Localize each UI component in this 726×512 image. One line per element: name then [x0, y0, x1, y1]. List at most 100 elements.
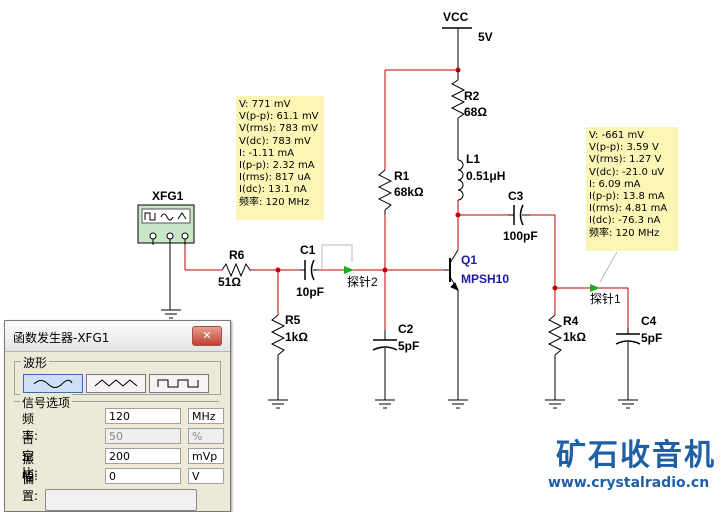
c3-ref: C3	[508, 189, 524, 203]
readout-line: V(rms): 1.27 V	[589, 154, 662, 166]
readout-line: V: 771 mV	[239, 99, 291, 110]
dialog-title: 函数发生器-XFG1	[13, 331, 110, 345]
readout-line: V: -661 mV	[589, 130, 645, 141]
probe2-arrow-icon[interactable]	[344, 266, 354, 274]
q1-value: MPSH10	[461, 272, 509, 286]
r4-ref: R4	[563, 314, 579, 328]
signal-options-label: 信号选项	[20, 394, 73, 411]
c4-ref: C4	[641, 314, 657, 328]
transistor-q1[interactable]	[444, 249, 459, 400]
readout-line: I(dc): 13.1 nA	[239, 184, 307, 196]
r5-ref: R5	[285, 313, 301, 327]
readout-line: I: -1.11 mA	[239, 147, 295, 159]
readout-line: I(dc): -76.3 nA	[589, 215, 661, 227]
function-generator-symbol[interactable]	[137, 204, 195, 245]
ground-icon	[448, 399, 468, 409]
offset-input[interactable]: 0	[105, 468, 181, 484]
offset-label: 偏置:	[22, 472, 39, 503]
probe2-readout: V: 771 mV V(p-p): 61.1 mV V(rms): 783 mV…	[236, 96, 324, 220]
readout-line: I(rms): 817 uA	[239, 172, 311, 184]
wires	[184, 69, 629, 330]
frequency-unit-select[interactable]: MHz	[188, 408, 224, 424]
dialog-titlebar[interactable]: 函数发生器-XFG1 ✕	[5, 321, 230, 352]
ground-icon	[268, 399, 288, 409]
amplitude-label: 振幅:	[22, 452, 39, 483]
duty-cycle-label: 占空比:	[22, 432, 39, 480]
probe1-label: 探针1	[590, 291, 621, 306]
q1-ref: Q1	[461, 253, 477, 267]
probe1-arrow-icon[interactable]	[590, 284, 600, 292]
readout-line: I(p-p): 13.8 mA	[589, 191, 665, 203]
r6-ref: R6	[229, 248, 245, 262]
readout-line: I(rms): 4.81 mA	[589, 203, 668, 215]
frequency-input[interactable]: 120	[105, 408, 181, 424]
readout-line: V(p-p): 3.59 V	[589, 142, 659, 154]
offset-unit-select[interactable]: V	[188, 468, 224, 484]
capacitor-c4[interactable]	[615, 328, 641, 400]
capacitor-c3[interactable]	[508, 204, 530, 226]
probe2-leader	[321, 244, 353, 270]
ground-icon	[545, 399, 565, 409]
resistor-r5[interactable]	[270, 314, 286, 400]
sine-wave-icon	[33, 379, 73, 388]
r4-value: 1kΩ	[563, 330, 586, 344]
c1-ref: C1	[300, 243, 316, 257]
probe1-readout: V: -661 mV V(p-p): 3.59 V V(rms): 1.27 V…	[586, 127, 678, 251]
frequency-label: 频率:	[22, 412, 39, 443]
watermark-logo: 矿石收音机	[556, 438, 716, 473]
capacitor-c2[interactable]	[372, 330, 398, 400]
resistor-r4[interactable]	[547, 314, 563, 400]
watermark-url: www.crystalradio.cn	[548, 475, 710, 491]
duty-cycle-input[interactable]: 50	[105, 428, 181, 444]
sine-wave-button[interactable]	[23, 374, 83, 393]
amplitude-unit-select[interactable]: mVp	[188, 448, 224, 464]
c2-value: 5pF	[398, 339, 419, 353]
c2-ref: C2	[398, 322, 414, 336]
readout-line: V(dc): 783 mV	[239, 135, 311, 147]
amplitude-input[interactable]: 200	[105, 448, 181, 464]
probe2-label: 探针2	[347, 274, 378, 289]
c4-value: 5pF	[641, 331, 662, 345]
r1-value: 68kΩ	[394, 185, 424, 199]
capacitor-c1[interactable]	[300, 259, 318, 281]
resistor-r1[interactable]	[377, 169, 393, 215]
readout-line: I: 6.09 mA	[589, 178, 641, 190]
c3-value: 100pF	[503, 229, 538, 243]
waveform-group: 波形	[14, 354, 221, 395]
resistor-r2[interactable]	[450, 70, 466, 150]
l1-value: 0.51μH	[466, 169, 505, 183]
readout-line: V(dc): -21.0 uV	[589, 166, 665, 178]
r1-ref: R1	[394, 169, 410, 183]
schematic-canvas: VCC 5V R2 68Ω L1 0.51μH	[137, 10, 662, 409]
inductor-l1[interactable]	[457, 150, 464, 201]
ground-icon	[375, 399, 395, 409]
waveform-group-label: 波形	[21, 354, 50, 371]
r2-ref: R2	[464, 89, 480, 103]
ground-symbols	[161, 309, 638, 409]
readout-line: 频率: 120 MHz	[589, 227, 660, 239]
r5-value: 1kΩ	[285, 330, 308, 344]
ground-icon	[161, 309, 181, 319]
xfg1-label: XFG1	[152, 189, 184, 203]
triangle-wave-icon	[94, 379, 138, 387]
signal-options-group: 信号选项 频率: 120 MHz 占空比: 50 % 振幅: 200 mVp 偏…	[14, 394, 224, 503]
readout-line: V(p-p): 61.1 mV	[239, 111, 319, 123]
readout-line: V(rms): 783 mV	[239, 123, 318, 135]
rise-fall-time-button[interactable]	[45, 489, 197, 511]
close-button[interactable]: ✕	[192, 326, 222, 346]
c1-value: 10pF	[296, 285, 324, 299]
l1-ref: L1	[466, 152, 480, 166]
square-wave-button[interactable]	[149, 374, 209, 393]
vcc-symbol[interactable]	[442, 27, 472, 70]
vcc-value: 5V	[478, 30, 493, 44]
function-generator-dialog[interactable]: 函数发生器-XFG1 ✕ 波形 信号选项 频率: 120 MHz 占空比	[4, 320, 231, 512]
readout-line: I(p-p): 2.32 mA	[239, 160, 315, 172]
vcc-label: VCC	[443, 10, 469, 24]
readout-line: 频率: 120 MHz	[239, 196, 310, 208]
resistor-r6[interactable]	[221, 262, 252, 278]
r2-value: 68Ω	[464, 105, 487, 119]
square-wave-icon	[157, 379, 199, 388]
duty-cycle-unit[interactable]: %	[188, 428, 224, 444]
triangle-wave-button[interactable]	[86, 374, 146, 393]
ground-icon	[618, 399, 638, 409]
